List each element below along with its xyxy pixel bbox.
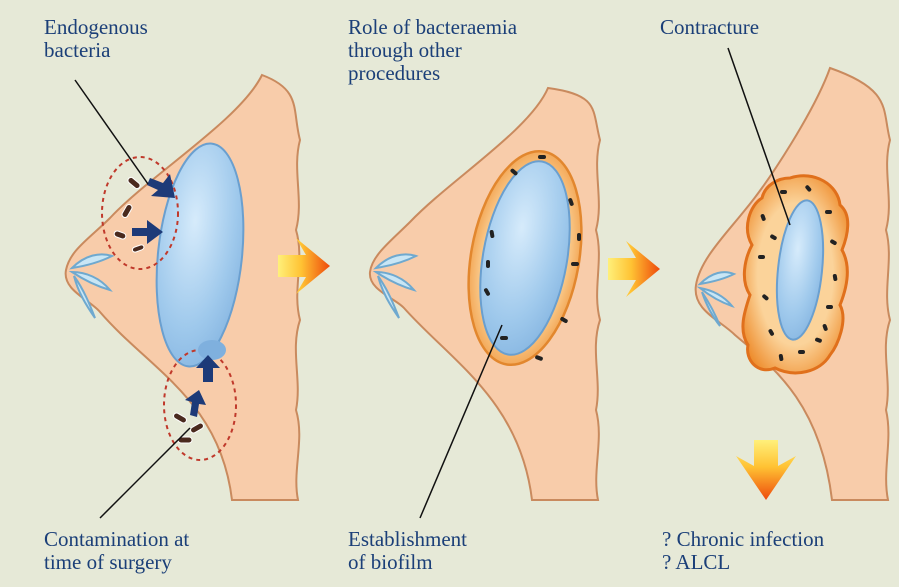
- progression-arrow-icon: [608, 241, 660, 297]
- leader-line-endogenous: [75, 80, 148, 184]
- leader-line-contamination: [100, 428, 190, 518]
- breast-panel-2: [370, 88, 600, 518]
- label-contracture: Contracture: [660, 16, 759, 39]
- bacteria-cluster-lower: [172, 412, 204, 443]
- implant-1-lower-tip: [198, 340, 226, 360]
- outcome-arrow-icon: [736, 440, 796, 500]
- label-bacteraemia: Role of bacteraemia through other proced…: [348, 16, 517, 85]
- label-contamination: Contamination at time of surgery: [44, 528, 189, 574]
- label-endogenous-bacteria: Endogenous bacteria: [44, 16, 148, 62]
- breast-panel-3: [696, 48, 890, 500]
- label-outcomes: ? Chronic infection ? ALCL: [662, 528, 824, 574]
- label-biofilm: Establishment of biofilm: [348, 528, 467, 574]
- breast-panel-1: [66, 75, 300, 518]
